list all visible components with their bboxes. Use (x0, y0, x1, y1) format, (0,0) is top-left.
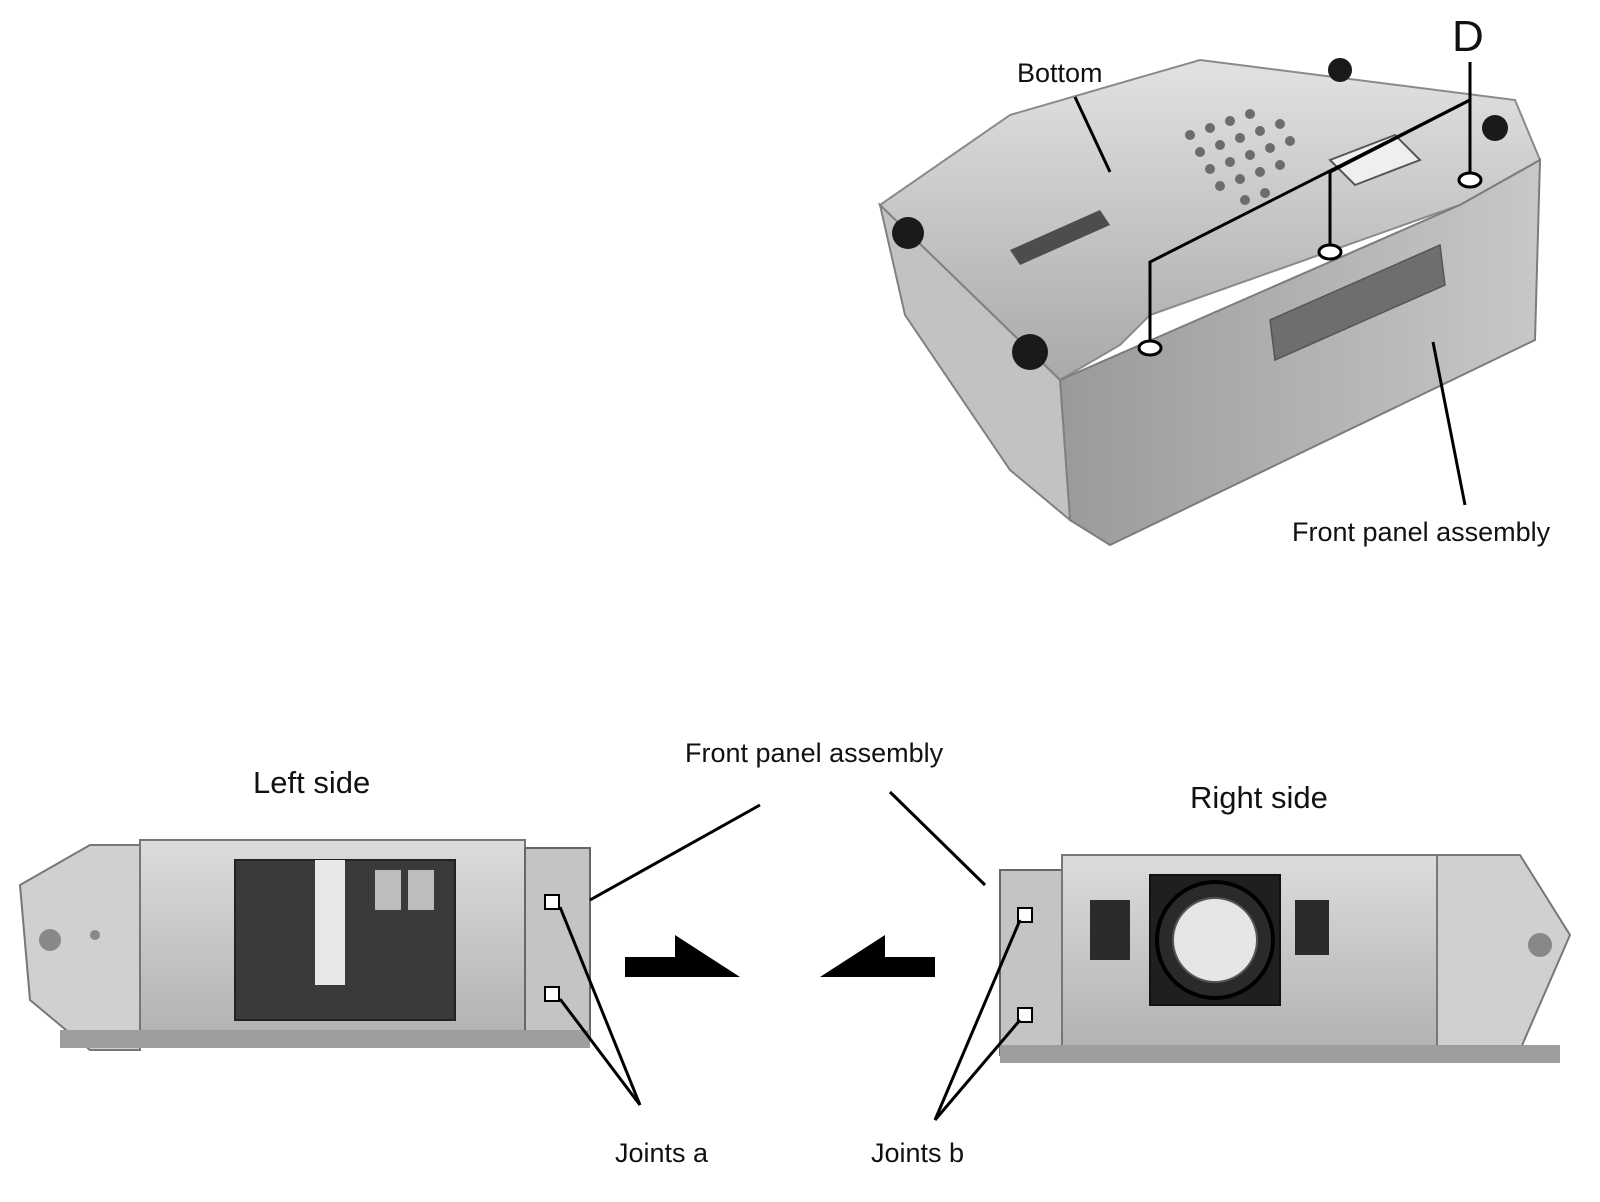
left-connector-1 (375, 870, 401, 910)
left-bracket-hole-2 (90, 930, 100, 940)
foot-rear-left (1012, 334, 1048, 370)
right-bracket-window (1295, 900, 1329, 955)
bottom-leader-lines (558, 790, 1022, 1121)
left-ribbon-cable (315, 860, 345, 985)
joint-a-upper (544, 894, 560, 910)
label-front-panel-top: Front panel assembly (1292, 517, 1551, 547)
joint-b-lower (1017, 1007, 1033, 1023)
left-bracket-hole-1 (39, 929, 61, 951)
right-bracket (1436, 854, 1572, 1051)
fan-hub (1172, 897, 1258, 983)
label-joints-b: Joints b (871, 1138, 965, 1168)
arrow-left (820, 935, 935, 977)
label-joints-a: Joints a (615, 1138, 709, 1168)
joint-a-lower (544, 986, 560, 1002)
connector-strip (1010, 210, 1110, 265)
projector-bottom-view (878, 58, 1542, 547)
front-window (1269, 243, 1446, 362)
joint-b-upper (1017, 907, 1033, 923)
right-panel-edge (999, 869, 1063, 1056)
left-panel-edge (524, 847, 591, 1039)
label-plate (1328, 133, 1422, 187)
left-bracket (18, 844, 141, 1051)
top-leader-lines (1073, 62, 1472, 506)
label-left-side: Left side (253, 765, 371, 800)
screw-d-right (1457, 171, 1483, 189)
vent-grid (1185, 109, 1295, 205)
label-right-side: Right side (1190, 780, 1328, 815)
foot-front-right (1328, 58, 1352, 82)
foot-rear-right (1482, 115, 1508, 141)
right-side-photo (999, 854, 1572, 1063)
right-rail (1000, 1045, 1560, 1063)
callout-d: D (1452, 12, 1484, 61)
right-vent-slot (1090, 900, 1130, 960)
screw-d-middle (1317, 243, 1343, 261)
right-bracket-hole (1528, 933, 1552, 957)
label-bottom: Bottom (1017, 58, 1103, 88)
foot-front-left (892, 217, 924, 249)
arrow-right (625, 935, 740, 977)
left-rail (60, 1030, 590, 1048)
left-side-photo (18, 839, 591, 1051)
left-connector-2 (408, 870, 434, 910)
label-front-panel-bottom: Front panel assembly (685, 738, 944, 768)
screw-d-left (1137, 339, 1163, 357)
